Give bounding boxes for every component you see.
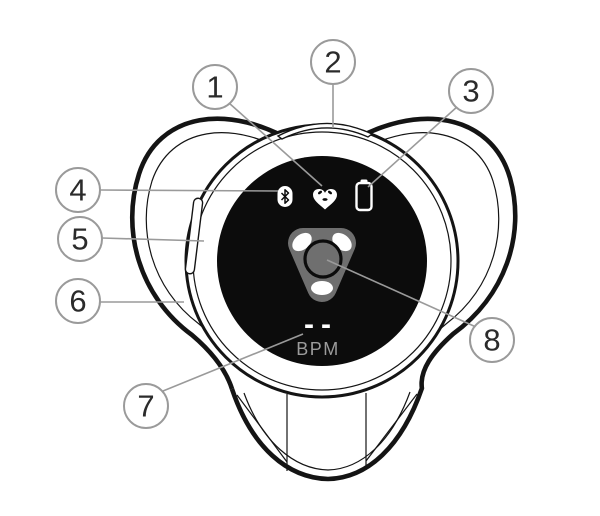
leader-line-4 xyxy=(99,189,279,192)
callout-2-number: 2 xyxy=(324,45,341,80)
callout-5-number: 5 xyxy=(71,222,88,257)
callout-3: 3 xyxy=(448,68,494,114)
callout-1-number: 1 xyxy=(206,70,223,105)
sensor-window-bottom xyxy=(311,281,333,295)
leader-line-3 xyxy=(367,105,459,188)
leader-lines xyxy=(99,84,477,392)
callout-4: 4 xyxy=(55,167,101,213)
collar-strap xyxy=(229,387,425,482)
strap-left-fold xyxy=(236,394,288,463)
callout-6-number: 6 xyxy=(69,284,86,319)
callout-6: 6 xyxy=(55,278,101,324)
sensor-window-left xyxy=(292,232,312,252)
left-wing-outer-edge xyxy=(130,116,302,390)
bluetooth-icon xyxy=(277,186,293,207)
callout-5: 5 xyxy=(57,216,103,262)
callout-8: 8 xyxy=(469,317,515,363)
callout-7-number: 7 xyxy=(137,389,154,424)
strap-inner-edge xyxy=(243,391,411,471)
callout-4-number: 4 xyxy=(69,173,86,208)
callout-8-number: 8 xyxy=(483,323,500,358)
leader-line-8 xyxy=(326,259,477,328)
leader-line-5 xyxy=(101,237,205,242)
leader-line-1 xyxy=(228,102,323,187)
strap-right-fold xyxy=(365,393,418,462)
sensor-lens xyxy=(303,239,343,279)
heart-icon xyxy=(313,189,337,210)
top-button xyxy=(276,122,374,140)
strap-outer-edge xyxy=(229,387,425,482)
heart-rate-unit: BPM xyxy=(296,339,340,359)
callout-3-number: 3 xyxy=(462,74,479,109)
callout-1: 1 xyxy=(192,64,238,110)
right-wing-outer-edge xyxy=(342,116,518,390)
heart-rate-value: -- xyxy=(304,308,338,341)
callout-7: 7 xyxy=(123,383,169,429)
leader-line-7 xyxy=(162,333,304,392)
callout-2: 2 xyxy=(310,39,356,85)
side-button xyxy=(184,197,204,275)
battery-icon xyxy=(355,179,373,212)
sensor-pad xyxy=(288,228,356,302)
display-screen: -- BPM xyxy=(217,156,427,366)
